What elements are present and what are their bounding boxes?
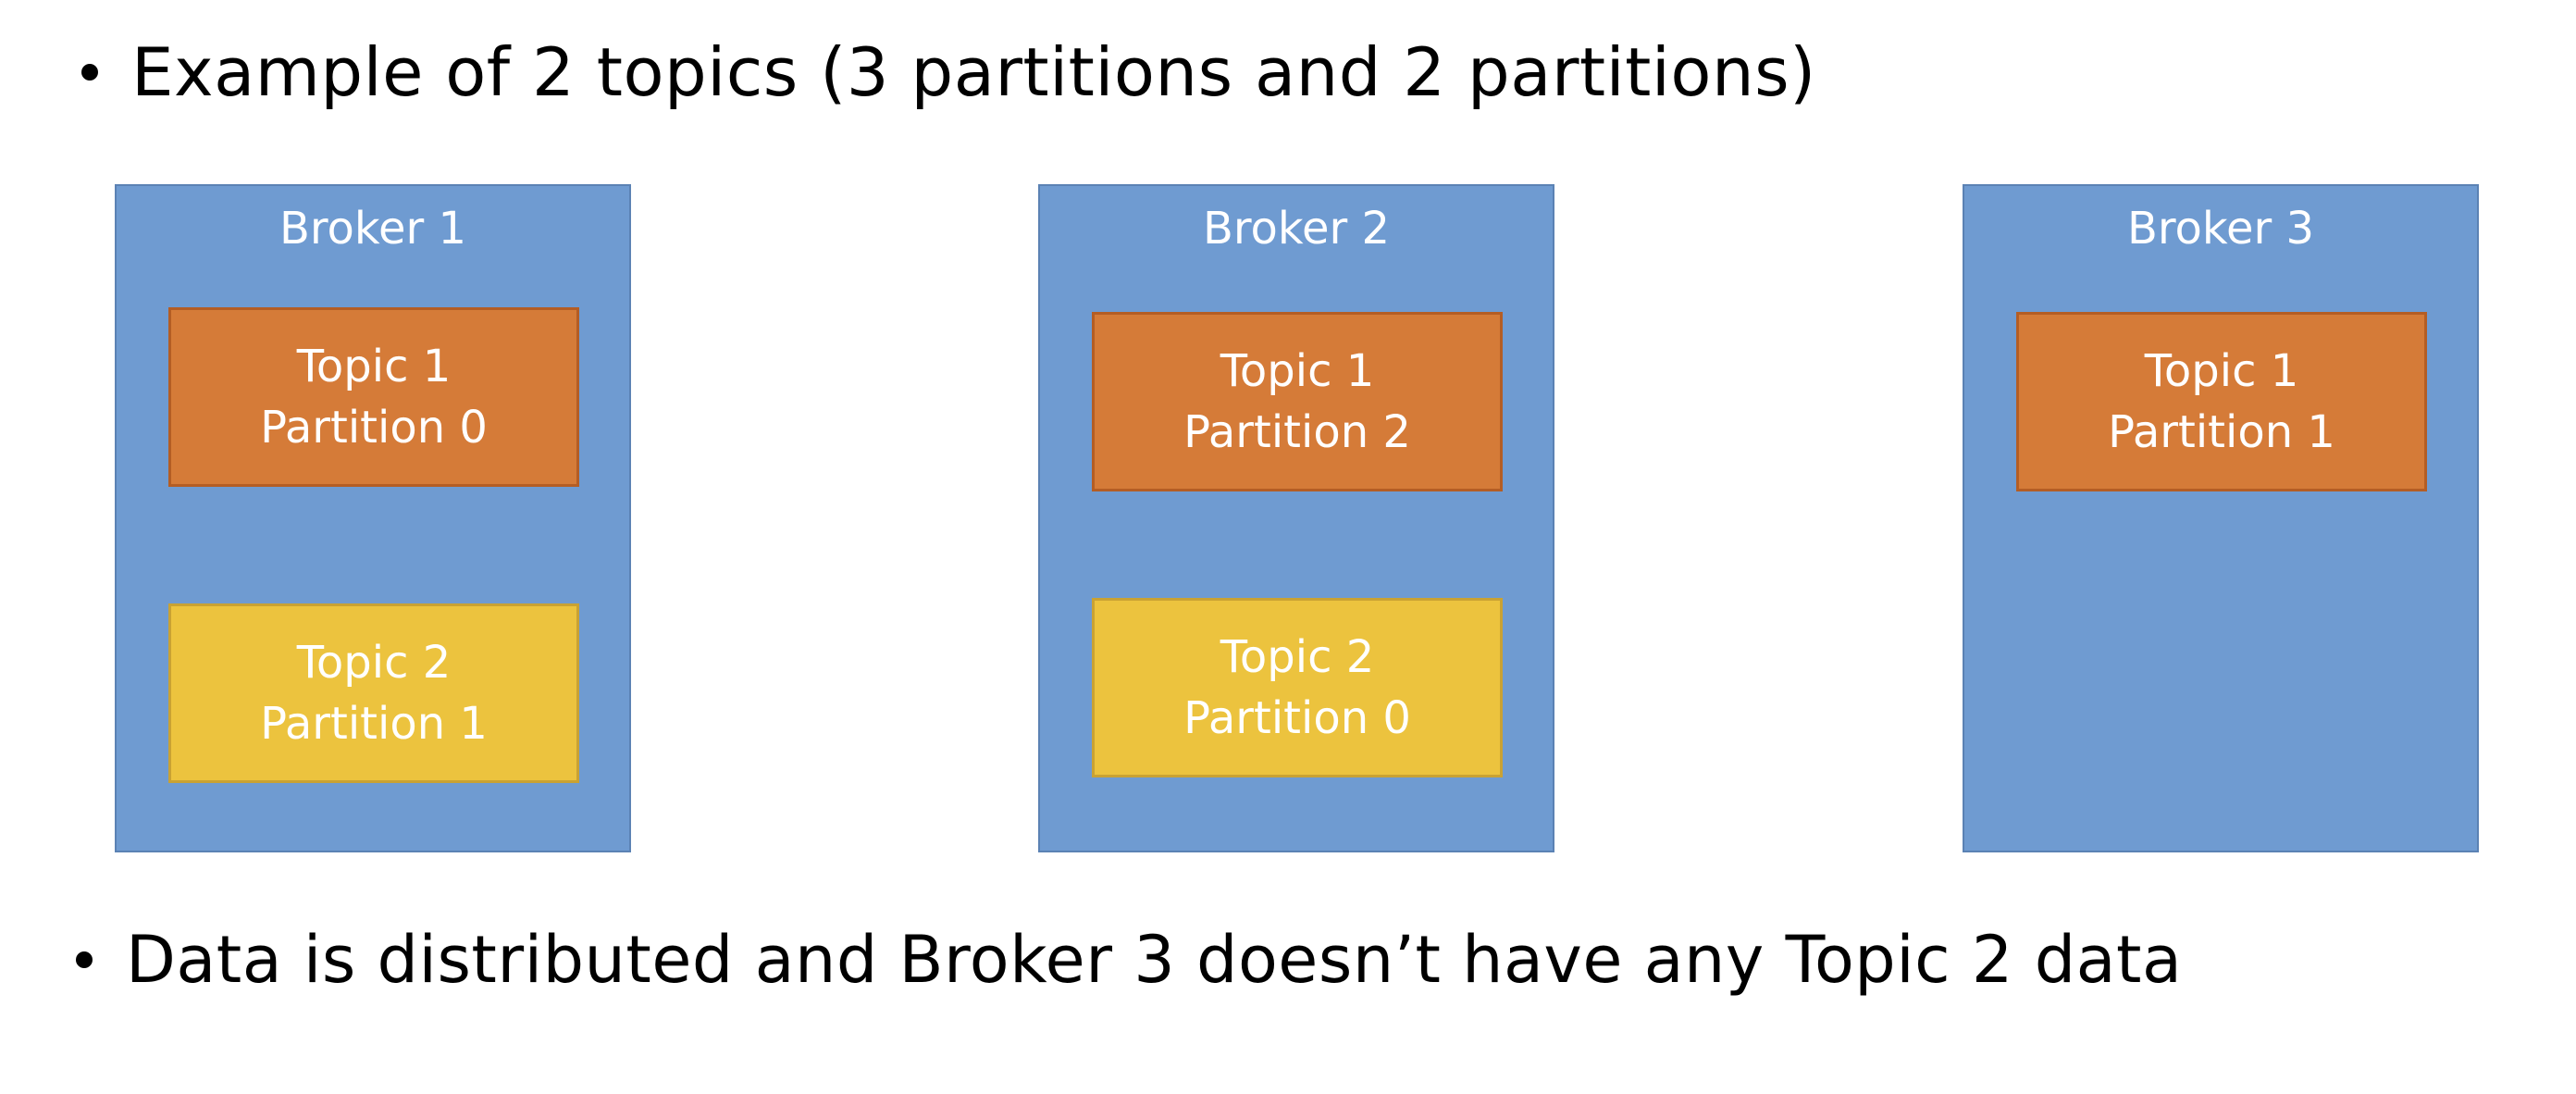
- footer-bullet: Data is distributed and Broker 3 doesn’t…: [76, 914, 2182, 1006]
- broker-3-box: Broker 3 Topic 1 Partition 1: [1963, 184, 2479, 852]
- broker-2-topic-1-label: Topic 1: [1220, 345, 1375, 397]
- broker-1-topic-1-label: Topic 1: [296, 341, 452, 392]
- broker-3-topic-1-partition-label: Partition 1: [2108, 406, 2335, 458]
- broker-1-topic-2-partition-box: Topic 2 Partition 1: [168, 603, 579, 783]
- broker-2-title: Broker 2: [1202, 203, 1391, 255]
- broker-1-box: Broker 1 Topic 1 Partition 0 Topic 2 Par…: [115, 184, 631, 852]
- broker-1-topic-1-partition-label: Partition 0: [260, 402, 488, 454]
- broker-2-topic-2-partition-label: Partition 0: [1183, 692, 1411, 744]
- broker-2-topic-2-partition-box: Topic 2 Partition 0: [1092, 598, 1503, 777]
- broker-3-topic-1-label: Topic 1: [2144, 345, 2299, 397]
- broker-2-box: Broker 2 Topic 1 Partition 2 Topic 2 Par…: [1038, 184, 1554, 852]
- broker-3-title: Broker 3: [2126, 203, 2315, 255]
- broker-1-topic-2-label: Topic 2: [296, 637, 452, 689]
- broker-1-title: Broker 1: [279, 203, 467, 255]
- bullet-icon: [81, 64, 98, 81]
- footer-text: Data is distributed and Broker 3 doesn’t…: [126, 922, 2183, 998]
- broker-3-topic-1-partition-box: Topic 1 Partition 1: [2016, 312, 2427, 491]
- bullet-icon: [76, 951, 93, 968]
- broker-2-topic-1-partition-box: Topic 1 Partition 2: [1092, 312, 1503, 491]
- heading-text: Example of 2 topics (3 partitions and 2 …: [131, 33, 1816, 111]
- broker-2-topic-2-label: Topic 2: [1220, 631, 1375, 683]
- broker-1-topic-2-partition-label: Partition 1: [260, 698, 488, 750]
- heading-bullet: Example of 2 topics (3 partitions and 2 …: [81, 26, 1816, 118]
- broker-1-topic-1-partition-box: Topic 1 Partition 0: [168, 307, 579, 487]
- broker-2-topic-1-partition-label: Partition 2: [1183, 406, 1411, 458]
